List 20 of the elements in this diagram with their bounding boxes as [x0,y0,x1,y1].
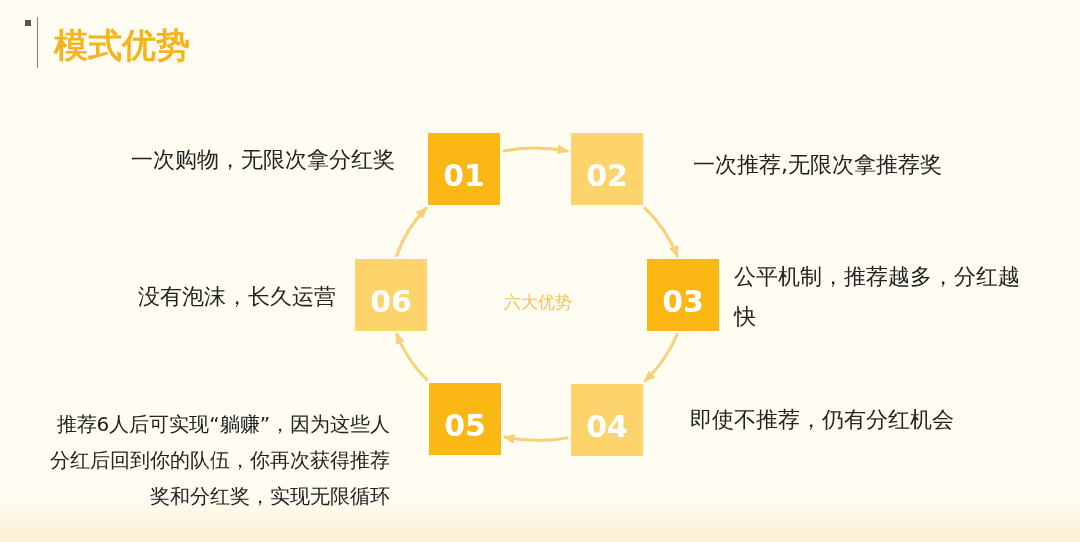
number-box: 04 [571,384,643,456]
description-text: 一次推荐,无限次拿推荐奖 [693,151,943,179]
arrow [502,144,570,155]
number-box: 03 [647,259,719,331]
description-text: 没有泡沫，长久运营 [137,283,336,311]
arrow [643,332,679,383]
description-text: 一次购物，无限次拿分红奖 [130,146,395,174]
title: 模式优势 [54,25,190,65]
description-text: 即使不推荐，仍有分红机会 [690,406,955,434]
center-label: 六大优势 [504,292,572,312]
arrow [502,434,569,444]
description-text: 推荐6人后可实现“躺赚”，因为这些人分红后回到你的队伍，你再次获得推荐奖和分红奖，实现无限循环 [49,411,390,510]
number-box: 01 [428,133,500,205]
arrow [395,206,428,258]
number-box: 06 [355,259,427,331]
number-box: 02 [571,133,643,205]
arrow [643,206,679,258]
description-text: 公平机制，推荐越多，分红越快 [734,263,1021,331]
number-box: 05 [429,383,501,455]
arrow [395,332,429,382]
